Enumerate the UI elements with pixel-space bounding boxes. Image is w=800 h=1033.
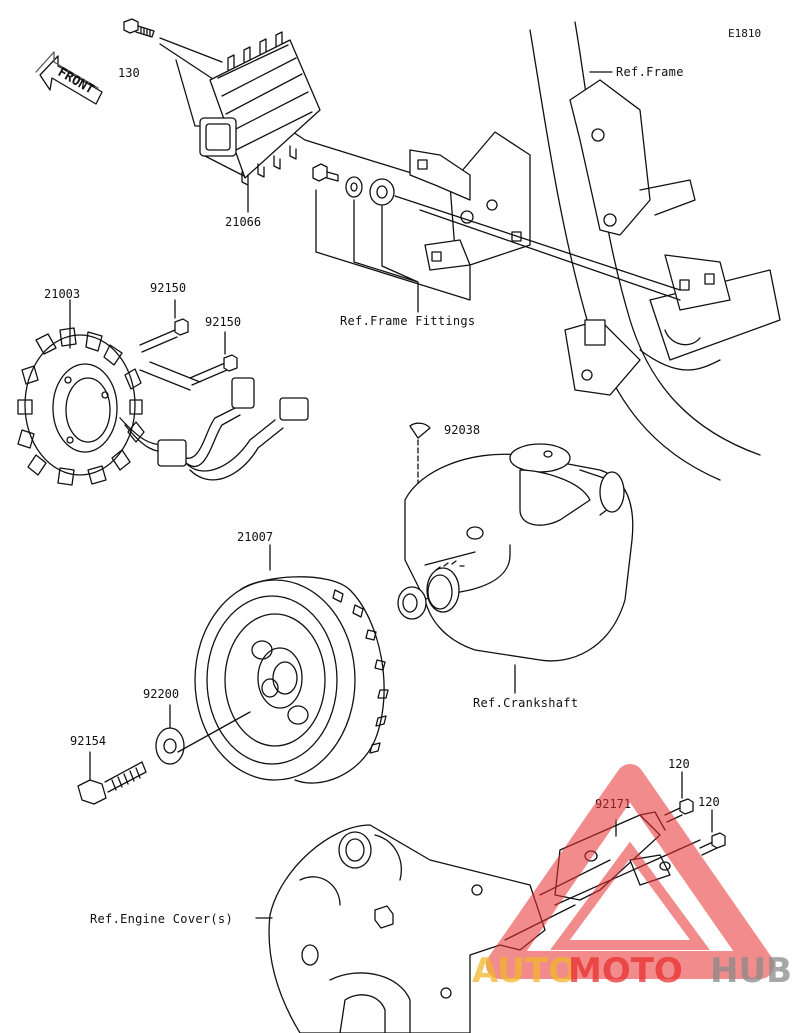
frame-fitting-hardware (312, 163, 395, 206)
stator-wiring (119, 361, 309, 481)
fittings-leader-lines (315, 189, 681, 313)
ref-label-engine-cover: Ref.Engine Cover(s) (90, 912, 233, 926)
part-label-92038: 92038 (444, 423, 480, 437)
front-arrow-icon (35, 51, 103, 105)
regulator (199, 31, 321, 186)
frame (529, 21, 781, 481)
watermark-text-moto: MOTO (568, 951, 683, 991)
stator (17, 327, 145, 486)
watermark-text-hub: HUB (710, 951, 792, 991)
stator-bolts (139, 299, 238, 386)
watermark-logo-text: AUTO MOTO HUB (472, 951, 792, 991)
part-label-130: 130 (118, 66, 140, 80)
regulator-bolt (123, 18, 155, 38)
part-label-92154: 92154 (70, 734, 106, 748)
rotor (194, 544, 389, 784)
frame-fittings-bracket (409, 131, 531, 271)
automotohub-watermark (486, 764, 774, 979)
rotor-bolt (77, 751, 147, 805)
part-label-21003: 21003 (44, 287, 80, 301)
watermark-inner-triangle-icon (550, 841, 710, 950)
watermark-text-auto: AUTO (472, 951, 577, 991)
washer (155, 704, 251, 765)
ref-label-crankshaft: Ref.Crankshaft (473, 696, 578, 710)
engine-cover (268, 824, 546, 1033)
diagram-code: E1810 (728, 27, 761, 40)
part-label-21066: 21066 (225, 215, 261, 229)
bracket-bolts (664, 771, 726, 856)
crankshaft (397, 443, 634, 662)
watermark-triangle-icon (486, 764, 774, 979)
ref-label-frame-fittings: Ref.Frame Fittings (340, 314, 475, 328)
ref-label-frame: Ref.Frame (616, 65, 684, 79)
part-label-120-a: 120 (668, 757, 690, 771)
part-label-92150-b: 92150 (205, 315, 241, 329)
part-label-92200: 92200 (143, 687, 179, 701)
part-label-21007: 21007 (237, 530, 273, 544)
part-label-92150-a: 92150 (150, 281, 186, 295)
part-label-120-b: 120 (698, 795, 720, 809)
